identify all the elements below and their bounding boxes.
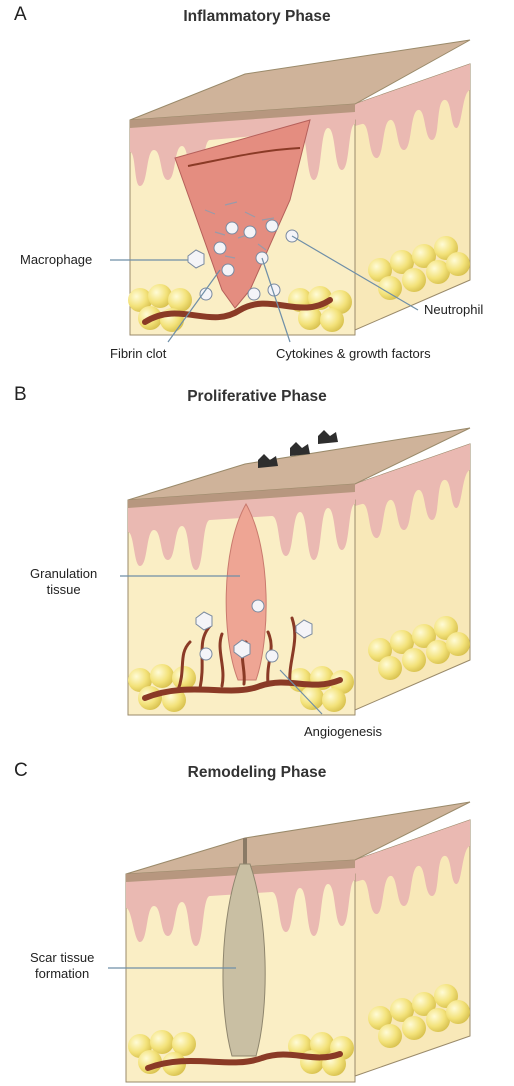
skin-block-illustration	[110, 39, 471, 343]
label-scar: Scar tissue formation	[30, 950, 94, 982]
skin-block-illustration	[108, 801, 471, 1083]
label-neutrophil: Neutrophil	[424, 302, 484, 317]
skin-block-illustration	[120, 427, 471, 716]
fibrin-strands	[204, 201, 275, 259]
panel-letter: A	[14, 4, 27, 25]
leader-lines	[110, 235, 419, 343]
dermal-papillae	[126, 860, 355, 946]
panel-remodeling: C Remodeling Phase Scar tissue formation	[0, 756, 514, 1086]
fat-globules	[128, 984, 470, 1076]
leader-lines	[120, 575, 323, 715]
panel-title: Proliferative Phase	[187, 388, 327, 405]
blood-vessel	[142, 297, 333, 325]
label-granulation-line2: tissue	[46, 582, 81, 597]
epidermis-top	[125, 801, 471, 875]
panel-title: Remodeling Phase	[187, 764, 327, 781]
side-papillae	[355, 64, 470, 159]
panel-letter: C	[14, 760, 28, 781]
panel-title: Inflammatory Phase	[183, 8, 331, 25]
blood-vessel	[145, 1051, 343, 1071]
immune-cells	[195, 599, 313, 663]
label-scar-line1: Scar tissue	[30, 950, 95, 965]
label-angiogenesis: Angiogenesis	[304, 724, 383, 739]
scar-tissue	[222, 863, 266, 1057]
label-cytokines: Cytokines & growth factors	[276, 346, 431, 361]
fat-globules	[128, 616, 470, 712]
granulation-tissue	[225, 502, 267, 681]
dermal-papillae	[128, 484, 355, 570]
panel-letter: B	[14, 384, 27, 405]
immune-cells	[187, 219, 299, 301]
panel-proliferative: B Proliferative Phase Granulation tissue…	[0, 380, 514, 752]
scab-icons	[258, 430, 338, 468]
blood-vessel	[142, 677, 343, 701]
label-granulation: Granulation tissue	[30, 566, 97, 598]
label-macrophage: Macrophage	[20, 252, 93, 267]
label-scar-line2: formation	[35, 966, 90, 981]
label-granulation-line1: Granulation	[30, 566, 98, 581]
panel-inflammatory: A Inflammatory Phase Macrophage Neutroph…	[0, 0, 514, 372]
label-fibrin-clot: Fibrin clot	[110, 346, 167, 361]
